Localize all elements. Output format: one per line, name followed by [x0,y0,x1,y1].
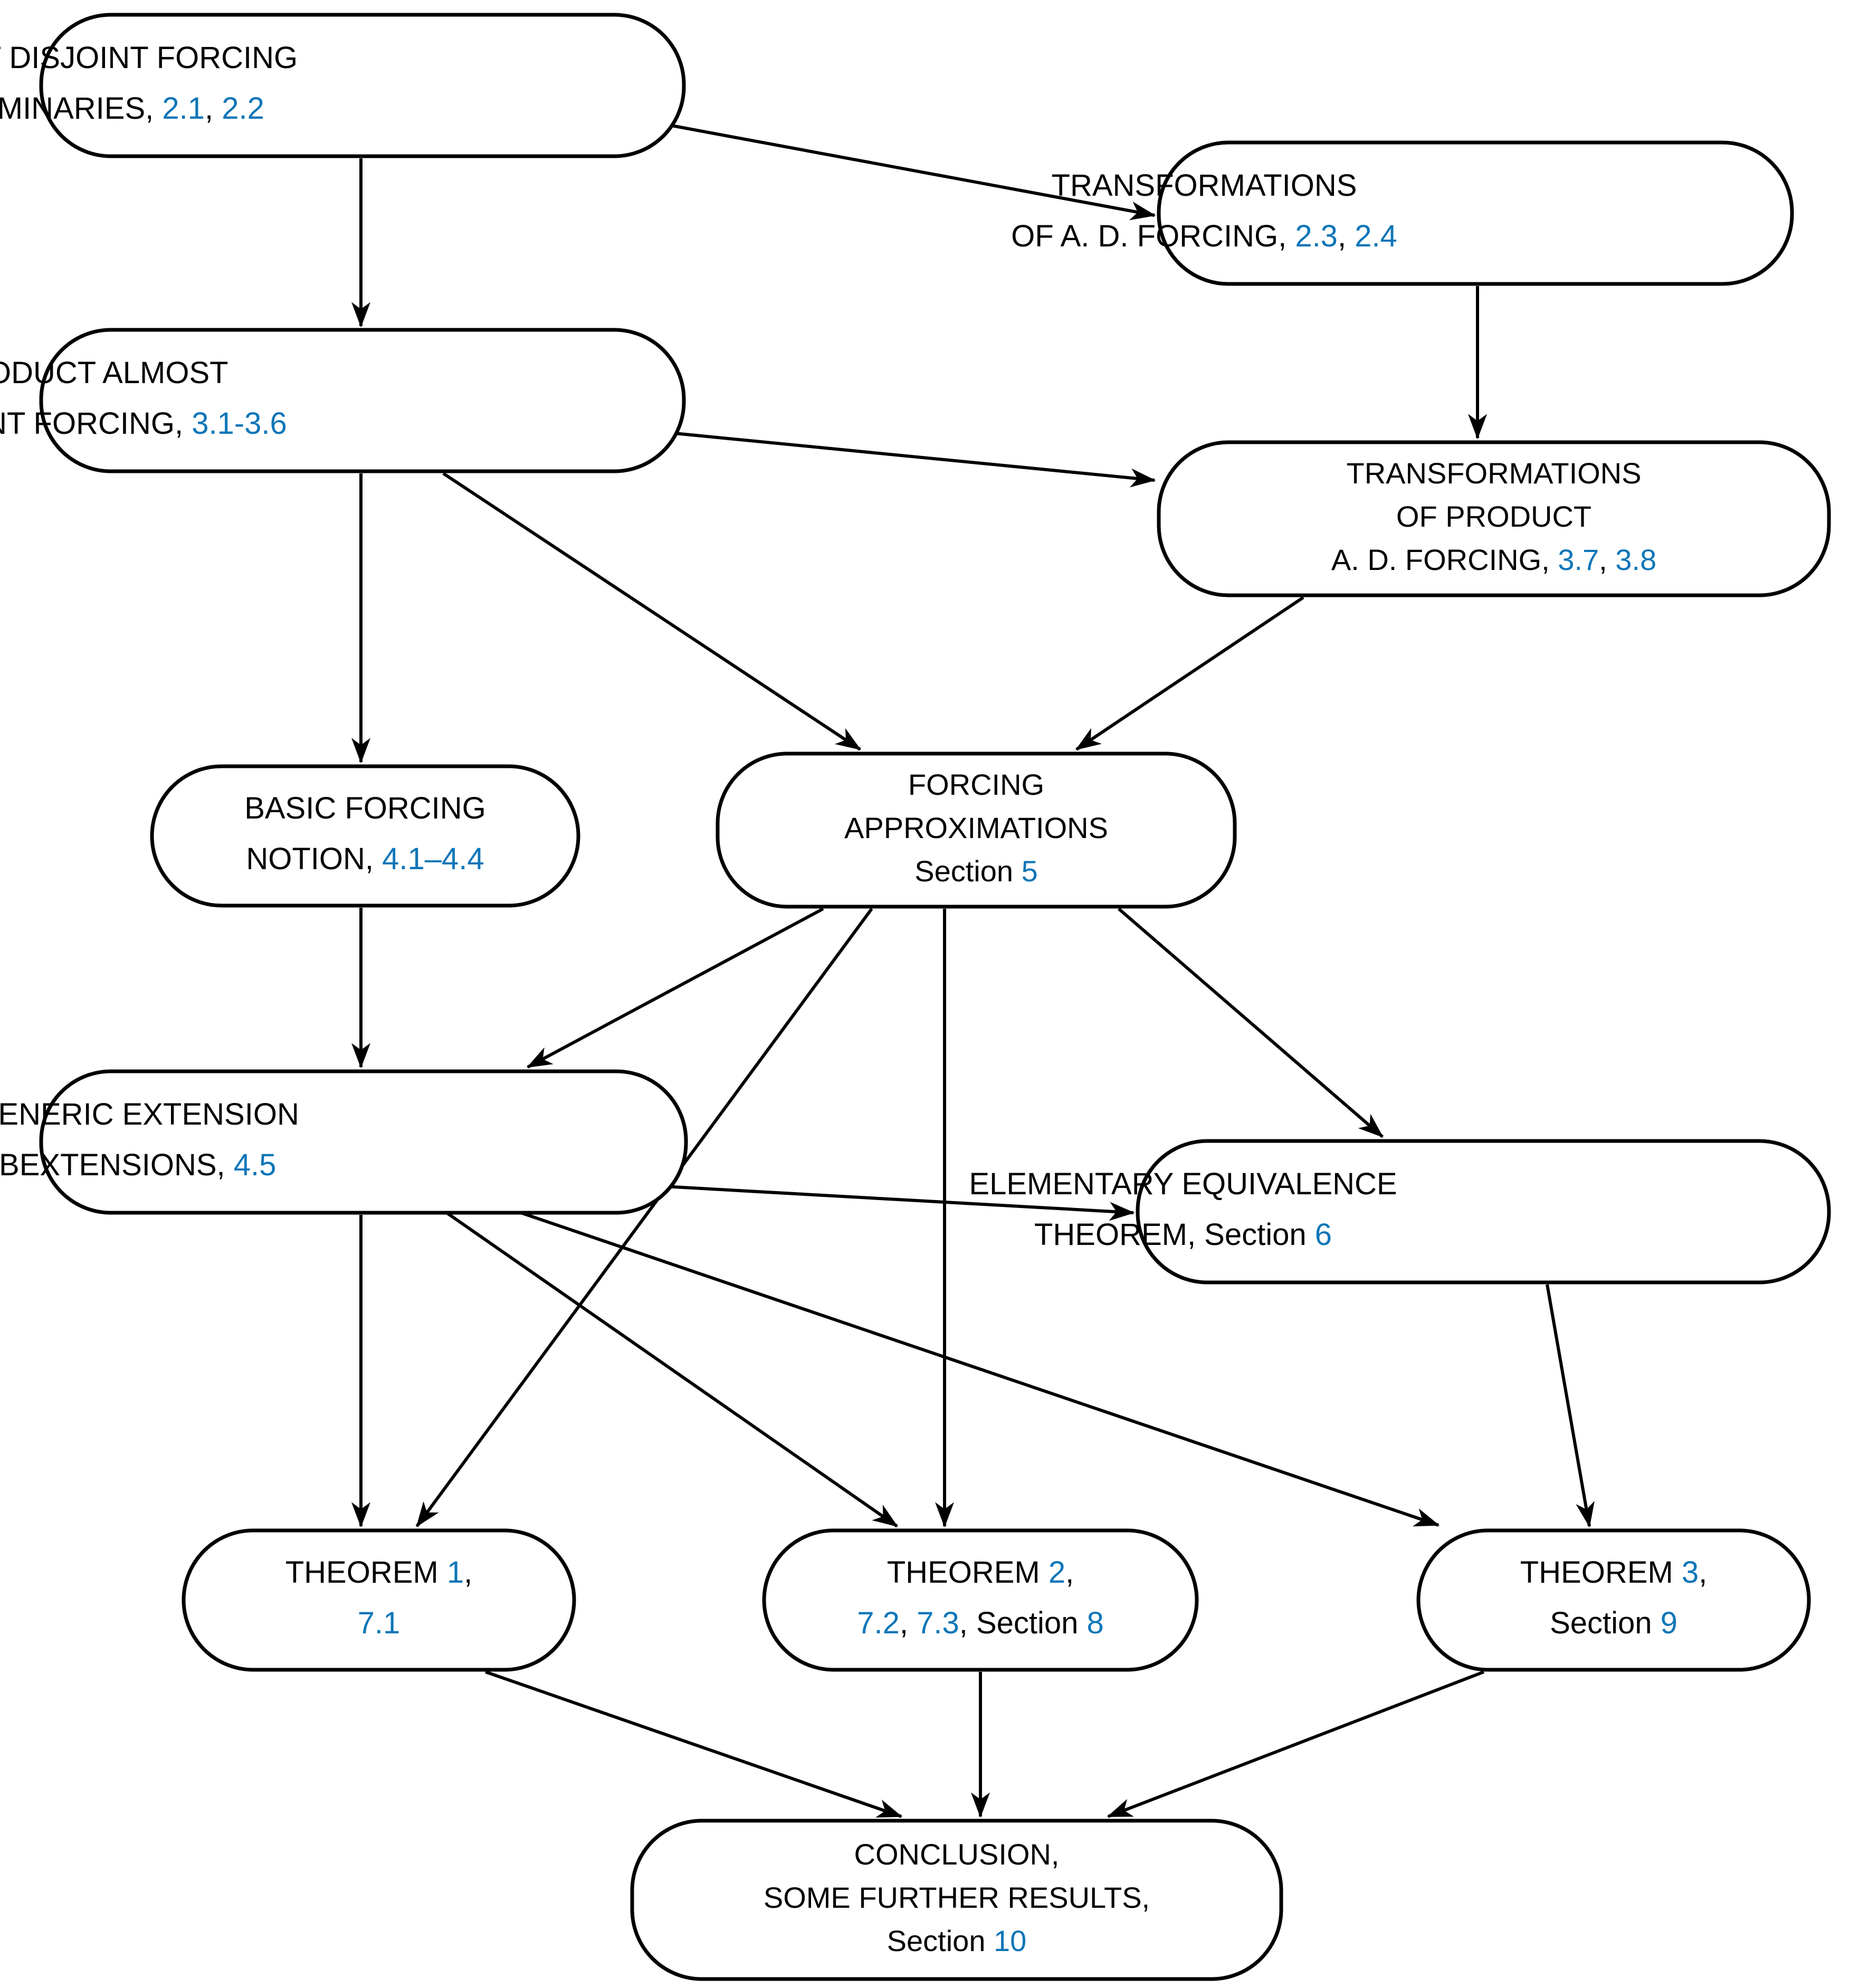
node-outline [762,1528,1199,1672]
node-almost-disjoint-forcing-preliminaries[interactable]: ALMOST DISJOINT FORCINGPRELIMINARIES, 2.… [0,13,686,158]
node-label: CONCLUSION,SOME FURTHER RESULTS,Section … [764,1838,1150,1957]
node-outline [39,1069,688,1215]
edge-layer [351,123,1595,1818]
edge-transf-product-to-forcing-approx [1075,596,1304,751]
edge-elementary-to-theorem-3 [1546,1284,1595,1528]
node-label: BASIC GENERIC EXTENSIONand SUBEXTENSIONS… [0,1097,299,1182]
node-label: THEOREM 1,7.1 [285,1555,473,1640]
node-outline [39,328,686,473]
edge-theorem-3-to-conclusion [1107,1670,1485,1818]
node-label: THEOREM 2,7.2, 7.3, Section 8 [857,1555,1104,1640]
edge-forcing-approx-to-elementary [1118,907,1384,1138]
node-outline [1136,1139,1831,1285]
edge-basic-generic-to-theorem-3 [495,1203,1440,1527]
node-basic-generic-extension-and-subextensions[interactable]: BASIC GENERIC EXTENSIONand SUBEXTENSIONS… [0,1069,688,1215]
node-label: PRODUCT ALMOSTDISJOINT FORCING, 3.1-3.6 [0,356,287,441]
node-outline [1416,1528,1811,1672]
node-theorem-1[interactable]: THEOREM 1,7.1 [182,1528,576,1672]
node-layer: ALMOST DISJOINT FORCINGPRELIMINARIES, 2.… [0,13,1831,1981]
node-outline [182,1528,576,1672]
edge-product-to-transf-product [669,431,1156,488]
edge-forcing-approx-to-basic-generic [526,907,824,1069]
node-theorem-2[interactable]: THEOREM 2,7.2, 7.3, Section 8 [762,1528,1199,1672]
edge-product-to-forcing-approx [442,472,862,751]
edge-theorem-1-to-conclusion [485,1670,903,1818]
node-conclusion-some-further-results[interactable]: CONCLUSION,SOME FURTHER RESULTS,Section … [630,1819,1283,1981]
node-outline [630,1819,1283,1981]
node-product-almost-disjoint-forcing[interactable]: PRODUCT ALMOSTDISJOINT FORCING, 3.1-3.6 [0,328,686,473]
node-outline [150,764,580,908]
node-outline [39,13,686,158]
node-label: THEOREM 3,Section 9 [1520,1555,1708,1640]
node-outline [1157,440,1831,597]
edge-basic-generic-to-theorem-2 [438,1206,898,1528]
edge-prelim-to-transf-ad [665,123,1156,221]
edge-forcing-approx-to-theorem-1 [415,908,873,1527]
node-outline [1157,140,1794,286]
node-label: ALMOST DISJOINT FORCINGPRELIMINARIES, 2.… [0,41,298,126]
node-outline [716,752,1237,909]
edge-basic-generic-to-elementary [663,1185,1135,1221]
node-theorem-3[interactable]: THEOREM 3,Section 9 [1416,1528,1811,1672]
